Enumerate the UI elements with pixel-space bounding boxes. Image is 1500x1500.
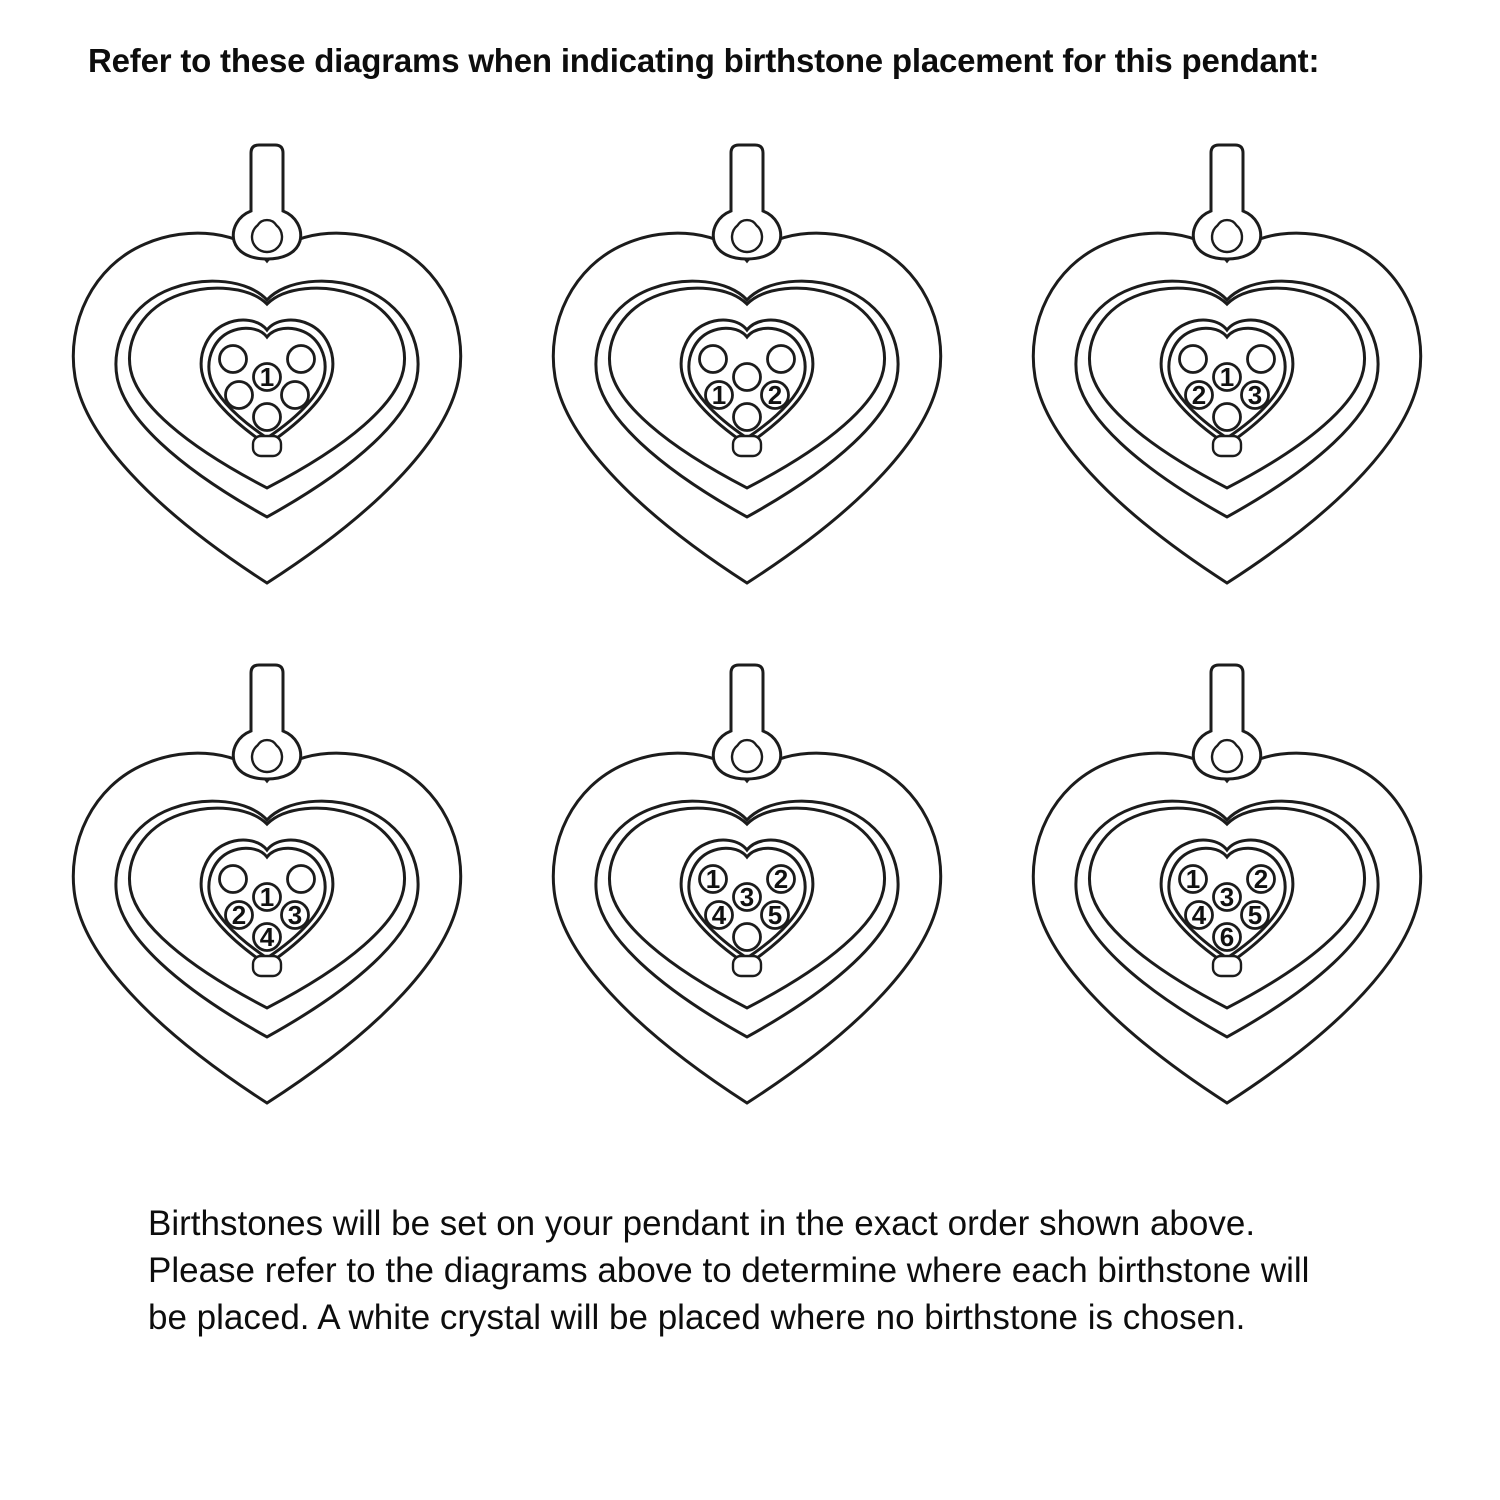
pendant-3-drawing: 1 2 3 [987,128,1467,603]
stone-number-mid-left: 4 [712,900,727,930]
stone-number-bottom: 4 [260,922,275,952]
pendant-1-drawing: 1 [27,128,507,603]
stone-number-mid-right: 3 [1248,380,1262,410]
pendant-diagram-5: 1 2 3 4 5 [507,648,987,1123]
stone-number-mid-right: 5 [768,900,782,930]
stone-number-center: 1 [1220,362,1234,392]
page-title: Refer to these diagrams when indicating … [88,42,1320,79]
stone-number-center: 1 [260,362,274,392]
pendant-row-1: 1 1 2 1 2 [27,128,1467,603]
pendant-diagram-6: 1 2 3 4 5 6 [987,648,1467,1123]
stone-number-center: 1 [260,882,274,912]
pendant-5-drawing: 1 2 3 4 5 [507,648,987,1123]
stone-number-center: 3 [740,882,754,912]
footer-instructions: Birthstones will be set on your pendant … [148,1204,1310,1337]
pendant-2-stone-numbers: 1 2 [712,380,782,410]
stone-number-bottom: 6 [1220,922,1234,952]
pendant-2-artwork [553,145,940,583]
stone-number-mid-right: 3 [288,900,302,930]
stone-number-top-right: 2 [1254,864,1268,894]
pendant-5-stone-numbers: 1 2 3 4 5 [706,864,788,930]
stone-number-mid-left: 1 [712,380,726,410]
pendant-diagram-2: 1 2 [507,128,987,603]
stone-number-mid-right: 5 [1248,900,1262,930]
pendant-6-stone-numbers: 1 2 3 4 5 6 [1186,864,1268,952]
pendant-diagram-1: 1 [27,128,507,603]
stone-number-top-right: 2 [774,864,788,894]
pendant-2-drawing: 1 2 [507,128,987,603]
pendant-4-stone-numbers: 1 2 3 4 [232,882,302,952]
pendant-3-stone-numbers: 1 2 3 [1192,362,1262,410]
stone-number-center: 3 [1220,882,1234,912]
pendant-diagram-3: 1 2 3 [987,128,1467,603]
stone-number-top-left: 1 [1186,864,1200,894]
stone-number-mid-left: 2 [232,900,246,930]
pendant-row-2: 1 2 3 4 1 2 3 4 5 1 2 3 [27,648,1467,1123]
pendant-4-drawing: 1 2 3 4 [27,648,507,1123]
stone-number-mid-left: 4 [1192,900,1207,930]
stone-number-top-left: 1 [706,864,720,894]
pendant-diagram-4: 1 2 3 4 [27,648,507,1123]
stone-number-mid-left: 2 [1192,380,1206,410]
pendant-1-stone-numbers: 1 [260,362,274,392]
stone-number-mid-right: 2 [768,380,782,410]
pendant-6-drawing: 1 2 3 4 5 6 [987,648,1467,1123]
